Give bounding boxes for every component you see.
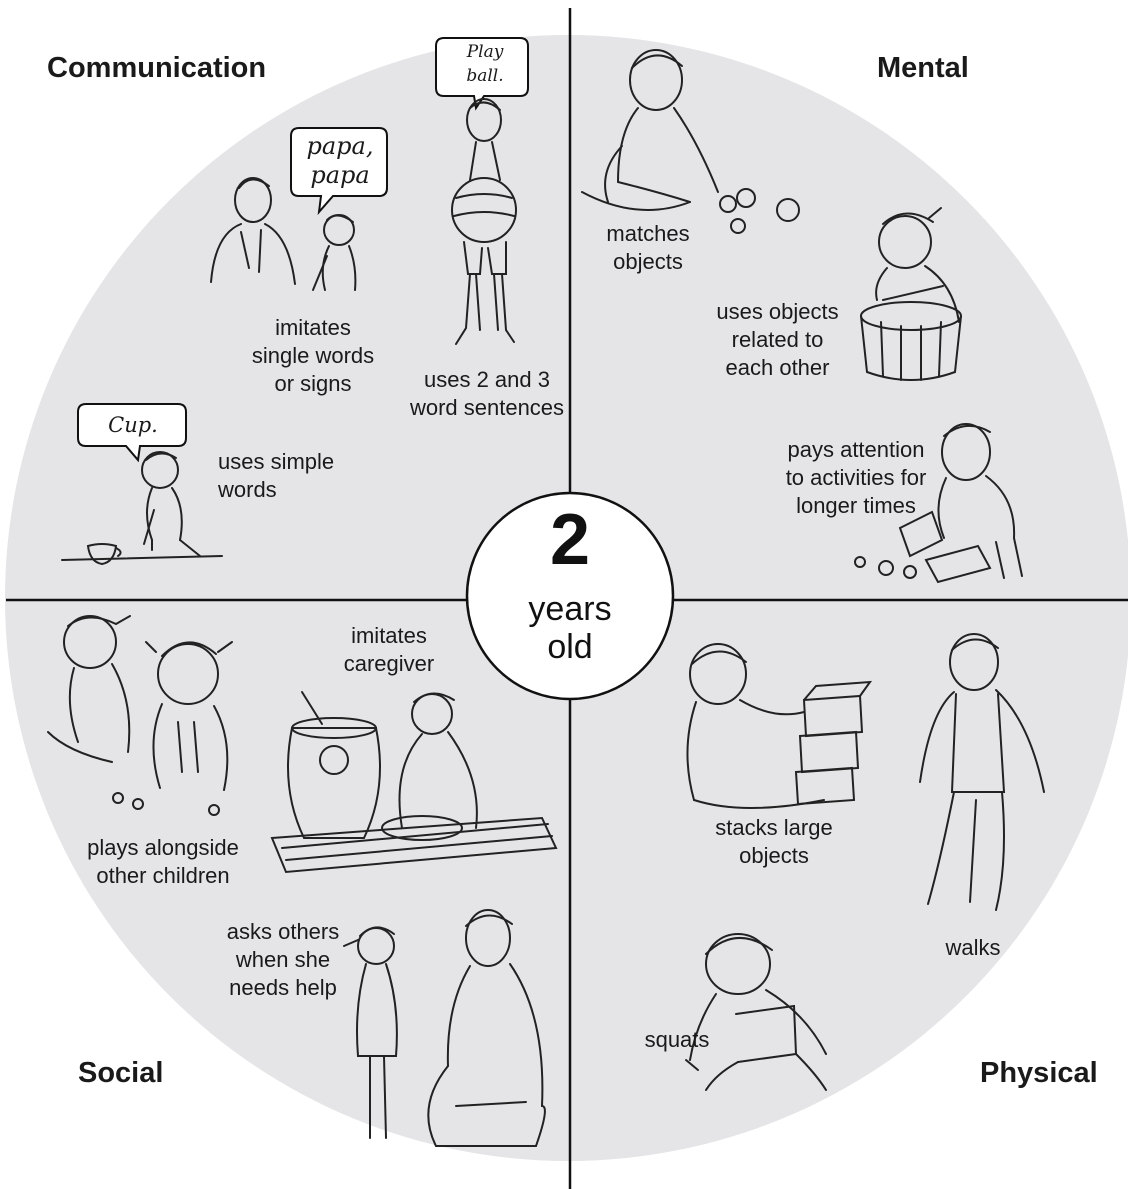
boy-with-ball-illustration bbox=[451, 98, 517, 345]
label-uses-sentences: uses 2 and 3 word sentences bbox=[409, 367, 565, 420]
center-age-label: 2 years old bbox=[470, 494, 670, 694]
social-title: Social bbox=[78, 1057, 164, 1089]
label-imitates-words: imitates single words or signs bbox=[251, 315, 375, 396]
child-playing-box-illustration bbox=[854, 423, 1023, 584]
label-uses-related-objects: uses objects related to each other bbox=[716, 299, 839, 380]
children-playing-illustration bbox=[47, 615, 233, 816]
child-stacking-blocks-illustration bbox=[686, 643, 873, 809]
child-with-cup-illustration bbox=[61, 451, 223, 566]
mental-title: Mental bbox=[877, 52, 969, 84]
label-pays-attention: pays attention to activities for longer … bbox=[785, 437, 927, 518]
child-walking-illustration bbox=[919, 633, 1045, 911]
label-uses-simple-words: uses simple words bbox=[218, 449, 335, 502]
center-circle bbox=[465, 491, 675, 701]
child-drumming-illustration bbox=[860, 207, 962, 381]
physical-title: Physical bbox=[980, 1057, 1098, 1089]
girl-asking-help-illustration bbox=[343, 909, 546, 1147]
label-walks: walks bbox=[945, 935, 1001, 960]
child-matching-balls-illustration bbox=[581, 49, 800, 234]
age-unit: years old bbox=[528, 590, 612, 666]
speech-cup: Cup. bbox=[108, 413, 158, 437]
father-child-illustration bbox=[210, 177, 357, 291]
label-stacks-objects: stacks large objects bbox=[715, 815, 833, 868]
speech-play-ball: Play ball. bbox=[466, 42, 504, 86]
age-number: 2 bbox=[549, 500, 591, 580]
label-squats: squats bbox=[644, 1027, 710, 1052]
caregiver-washing-illustration bbox=[270, 691, 558, 874]
label-asks-for-help: asks others when she needs help bbox=[226, 919, 340, 1000]
label-plays-alongside: plays alongside other children bbox=[87, 835, 239, 888]
child-squatting-illustration bbox=[685, 933, 827, 1091]
label-matches-objects: matches objects bbox=[606, 221, 690, 274]
speech-papa-papa: papa, papa bbox=[306, 132, 374, 189]
speech-bubble bbox=[290, 127, 388, 216]
communication-title: Communication bbox=[47, 52, 267, 84]
label-imitates-caregiver: imitates caregiver bbox=[343, 623, 435, 676]
speech-bubble bbox=[77, 403, 187, 463]
